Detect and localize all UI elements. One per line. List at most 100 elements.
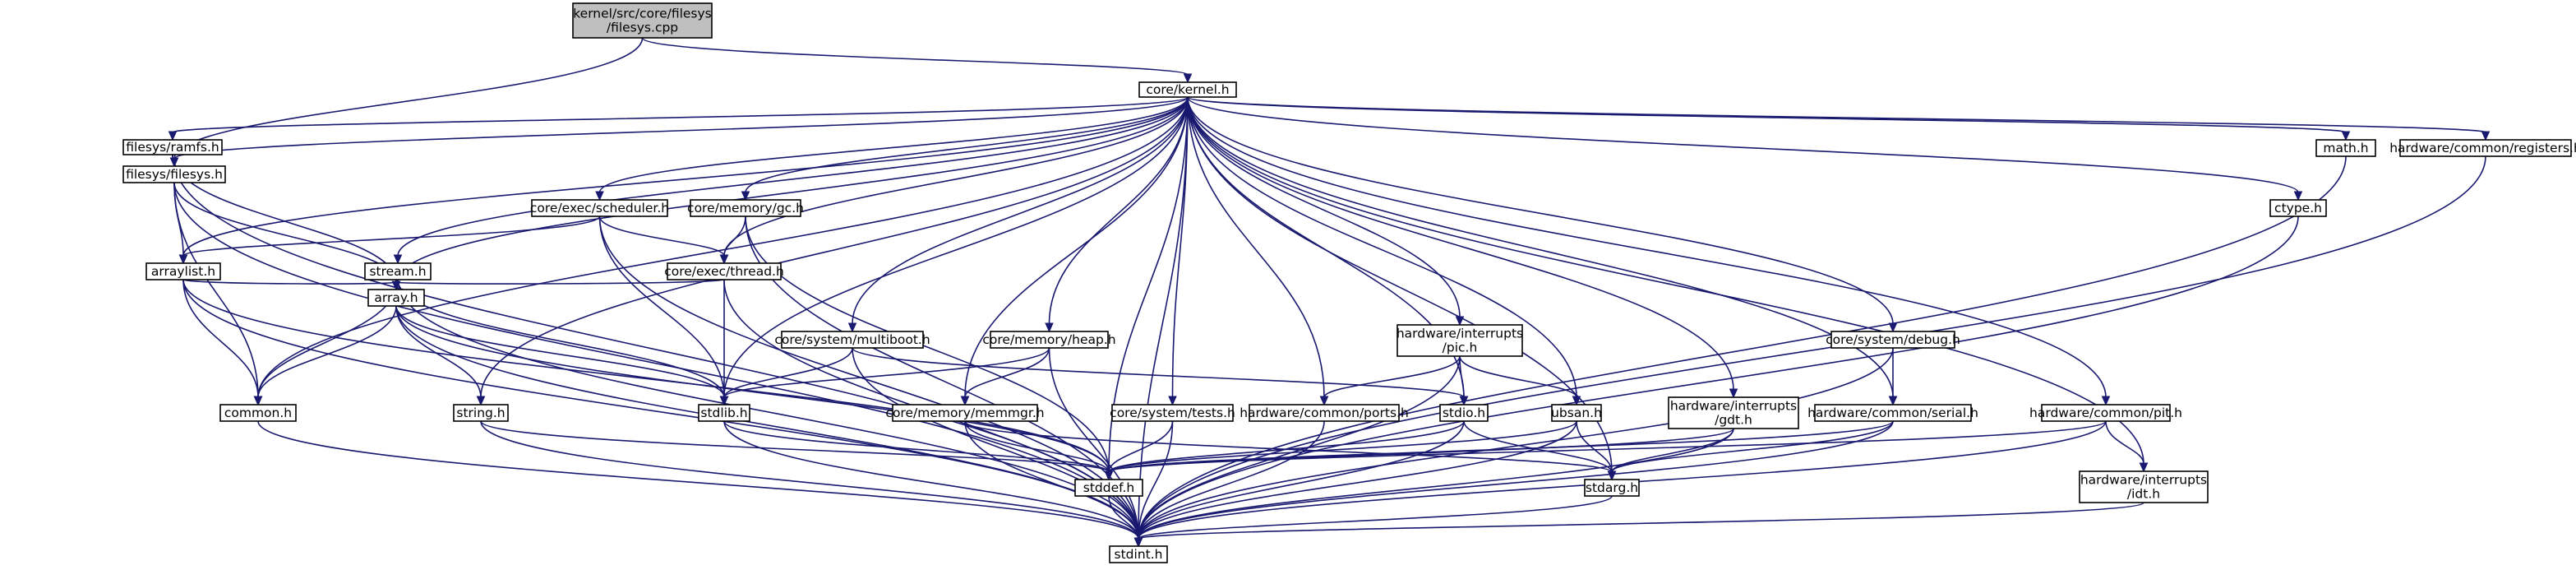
node-thread-h[interactable]: core/exec/thread.h bbox=[664, 262, 784, 280]
edge-ports-h-to-stdint-h bbox=[1138, 420, 1325, 540]
edge-thread-h-to-array-h bbox=[395, 279, 725, 285]
node-box[interactable] bbox=[781, 331, 924, 349]
node-box[interactable] bbox=[990, 331, 1109, 349]
edge-arraylist-h-to-stddef-h bbox=[182, 279, 1110, 473]
node-box[interactable] bbox=[1551, 404, 1602, 422]
node-label: hardware/interrupts bbox=[1670, 398, 1797, 413]
node-box[interactable] bbox=[145, 262, 221, 280]
edge-string-h-to-stddef-h bbox=[480, 420, 1110, 473]
node-idt-h[interactable]: hardware/interrupts/idt.h bbox=[2079, 470, 2209, 503]
node-string-h[interactable]: string.h bbox=[453, 404, 509, 422]
node-box[interactable] bbox=[2315, 139, 2376, 157]
node-arraylist-h[interactable]: arraylist.h bbox=[145, 262, 221, 280]
arrowhead-kernel-h-to-gc-h bbox=[741, 191, 750, 202]
node-box[interactable] bbox=[2041, 404, 2171, 422]
node-box[interactable] bbox=[1111, 404, 1234, 422]
node-ports-h[interactable]: hardware/common/ports.h bbox=[1240, 404, 1409, 422]
node-label: filesys/ramfs.h bbox=[126, 140, 219, 155]
arrowhead-kernel-h-to-math-h bbox=[2341, 131, 2351, 141]
node-box[interactable] bbox=[667, 262, 782, 280]
node-registers-h[interactable]: hardware/common/registers.h bbox=[2389, 139, 2576, 157]
node-math-h[interactable]: math.h bbox=[2315, 139, 2376, 157]
node-box[interactable] bbox=[1249, 404, 1400, 422]
node-stdint-h[interactable]: stdint.h bbox=[1109, 545, 1168, 563]
edges-layer bbox=[168, 37, 2491, 548]
node-tests-h[interactable]: core/system/tests.h bbox=[1110, 404, 1235, 422]
node-filesys-cpp[interactable]: kernel/src/core/filesys/filesys.cpp bbox=[572, 2, 713, 39]
node-stdarg-h[interactable]: stdarg.h bbox=[1584, 479, 1640, 497]
node-box[interactable] bbox=[1109, 545, 1168, 563]
node-box[interactable] bbox=[1830, 331, 1955, 349]
node-box[interactable] bbox=[1584, 479, 1640, 497]
node-box[interactable] bbox=[453, 404, 509, 422]
node-common-h[interactable]: common.h bbox=[219, 404, 297, 422]
arrowhead-pit-h-to-stddef-h bbox=[1104, 470, 1114, 481]
arrowhead-array-h-to-string-h bbox=[476, 396, 486, 406]
node-pit-h[interactable]: hardware/common/pit.h bbox=[2029, 404, 2182, 422]
node-box[interactable] bbox=[698, 404, 750, 422]
node-label: core/exec/thread.h bbox=[664, 264, 784, 279]
node-multiboot-h[interactable]: core/system/multiboot.h bbox=[774, 331, 930, 349]
edge-kernel-h-to-ports-h bbox=[1187, 96, 1325, 398]
arrowhead-thread-h-to-array-h bbox=[391, 280, 401, 291]
arrowhead-gc-h-to-thread-h bbox=[719, 254, 729, 265]
node-stdlib-h[interactable]: stdlib.h bbox=[698, 404, 750, 422]
node-pic-h[interactable]: hardware/interrupts/pic.h bbox=[1396, 324, 1523, 357]
arrowhead-filesys-cpp-to-kernel-h bbox=[1183, 73, 1193, 84]
node-ubsan-h[interactable]: ubsan.h bbox=[1551, 404, 1602, 422]
node-debug-h[interactable]: core/system/debug.h bbox=[1826, 331, 1960, 349]
node-box[interactable] bbox=[122, 165, 226, 183]
node-filesys-h[interactable]: filesys/filesys.h bbox=[122, 165, 226, 183]
node-label: common.h bbox=[224, 405, 292, 420]
node-label: kernel/src/core/filesys bbox=[573, 6, 712, 21]
node-ctype-h[interactable]: ctype.h bbox=[2269, 199, 2327, 217]
node-box[interactable] bbox=[2079, 470, 2209, 503]
node-gc-h[interactable]: core/memory/gc.h bbox=[687, 199, 804, 217]
node-box[interactable] bbox=[1814, 404, 1972, 422]
nodes-layer: kernel/src/core/filesys/filesys.cpp core/… bbox=[122, 2, 2576, 563]
node-box[interactable] bbox=[367, 289, 425, 307]
node-box[interactable] bbox=[1439, 404, 1489, 422]
edge-common-h-to-stdint-h bbox=[257, 420, 1139, 540]
arrowhead-kernel-h-to-scheduler-h bbox=[595, 191, 604, 202]
node-label: stdint.h bbox=[1115, 547, 1163, 562]
edge-stdarg-h-to-stdint-h bbox=[1138, 495, 1613, 540]
node-label: string.h bbox=[456, 405, 505, 420]
edge-tests-h-to-stdint-h bbox=[1138, 420, 1174, 540]
edge-arraylist-h-to-common-h bbox=[182, 279, 259, 398]
node-box[interactable] bbox=[892, 404, 1038, 422]
node-heap-h[interactable]: core/memory/heap.h bbox=[982, 331, 1116, 349]
node-box[interactable] bbox=[2269, 199, 2327, 217]
node-box[interactable] bbox=[219, 404, 297, 422]
node-serial-h[interactable]: hardware/common/serial.h bbox=[1807, 404, 1978, 422]
node-box[interactable] bbox=[364, 262, 432, 280]
node-stream-h[interactable]: stream.h bbox=[364, 262, 432, 280]
node-box[interactable] bbox=[690, 199, 801, 217]
node-kernel-h[interactable]: core/kernel.h bbox=[1138, 81, 1237, 98]
node-box[interactable] bbox=[1668, 396, 1799, 429]
node-box[interactable] bbox=[2399, 139, 2572, 157]
node-stddef-h[interactable]: stddef.h bbox=[1074, 479, 1143, 497]
edge-kernel-h-to-string-h bbox=[480, 96, 1189, 398]
node-label: hardware/common/serial.h bbox=[1807, 405, 1978, 420]
node-box[interactable] bbox=[1138, 81, 1237, 98]
node-scheduler-h[interactable]: core/exec/scheduler.h bbox=[530, 199, 669, 217]
edge-filesys-cpp-to-kernel-h bbox=[641, 37, 1189, 76]
edge-kernel-h-to-stdlib-h bbox=[723, 96, 1189, 398]
node-memmgr-h[interactable]: core/memory/memmgr.h bbox=[885, 404, 1045, 422]
node-box[interactable] bbox=[1074, 479, 1143, 497]
node-box[interactable] bbox=[572, 2, 713, 39]
node-gdt-h[interactable]: hardware/interrupts/gdt.h bbox=[1668, 396, 1799, 429]
node-box[interactable] bbox=[531, 199, 668, 217]
edge-ubsan-h-to-stdint-h bbox=[1138, 420, 1577, 540]
node-box[interactable] bbox=[1396, 324, 1523, 357]
node-array-h[interactable]: array.h bbox=[367, 289, 425, 307]
node-ramfs-h[interactable]: filesys/ramfs.h bbox=[122, 139, 223, 155]
node-box[interactable] bbox=[122, 139, 223, 155]
edge-pic-h-to-stdint-h bbox=[1138, 355, 1461, 540]
edge-stdio-h-to-stdarg-h bbox=[1463, 420, 1613, 473]
node-stdio-h[interactable]: stdio.h bbox=[1439, 404, 1489, 422]
node-label: core/system/multiboot.h bbox=[774, 332, 930, 347]
edge-ubsan-h-to-stddef-h bbox=[1108, 420, 1577, 473]
edge-kernel-h-to-ramfs-h bbox=[172, 96, 1189, 133]
